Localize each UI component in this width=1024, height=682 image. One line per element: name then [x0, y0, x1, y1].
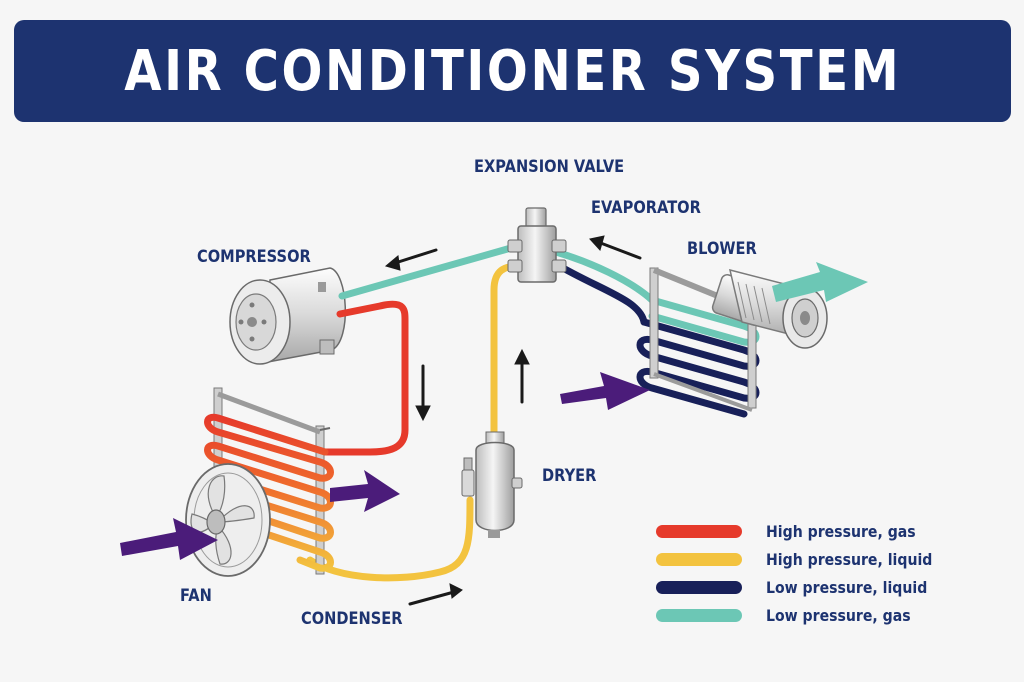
legend-label: Low pressure, liquid — [766, 578, 928, 597]
airflow-out-of-blower-arrow — [772, 262, 868, 302]
legend-swatch — [656, 525, 742, 538]
blower-unit — [711, 268, 828, 349]
compressor-unit — [229, 267, 347, 365]
dryer-unit — [461, 431, 523, 538]
legend-item-low-pressure-liquid: Low pressure, liquid — [656, 578, 949, 597]
airflow-into-fan-arrow — [120, 518, 218, 560]
evaporator-coil — [552, 248, 760, 418]
pipe-high-pressure-liquid-to-dryer — [306, 496, 474, 582]
fan-unit — [185, 463, 271, 577]
label-blower: BLOWER — [687, 239, 757, 259]
label-fan: FAN — [180, 586, 212, 606]
page-title: AIR CONDITIONER SYSTEM — [124, 38, 901, 104]
title-banner: AIR CONDITIONER SYSTEM — [14, 20, 1011, 122]
legend-item-high-pressure-gas: High pressure, gas — [656, 522, 936, 541]
legend-swatch — [656, 609, 742, 622]
legend-label: Low pressure, gas — [766, 606, 911, 625]
legend-label: High pressure, gas — [766, 522, 916, 541]
pipe-low-pressure-gas — [338, 242, 522, 300]
legend-swatch — [656, 553, 742, 566]
pipe-high-pressure-gas — [321, 300, 409, 456]
label-evaporator: EVAPORATOR — [591, 198, 701, 218]
legend-item-low-pressure-gas: Low pressure, gas — [656, 606, 930, 625]
airflow-out-of-condenser-arrow — [330, 470, 400, 512]
label-expansion-valve: EXPANSION VALVE — [474, 157, 625, 177]
label-condenser: CONDENSER — [301, 609, 403, 629]
label-dryer: DRYER — [542, 466, 597, 486]
expansion-valve-unit — [507, 207, 567, 283]
flow-direction-arrows — [384, 235, 642, 606]
pipe-high-pressure-liquid-to-valve — [490, 262, 522, 444]
legend-label: High pressure, liquid — [766, 550, 933, 569]
legend-swatch — [656, 581, 742, 594]
airflow-into-evaporator-arrow — [560, 372, 650, 410]
legend-item-high-pressure-liquid: High pressure, liquid — [656, 550, 955, 569]
label-compressor: COMPRESSOR — [197, 247, 311, 267]
